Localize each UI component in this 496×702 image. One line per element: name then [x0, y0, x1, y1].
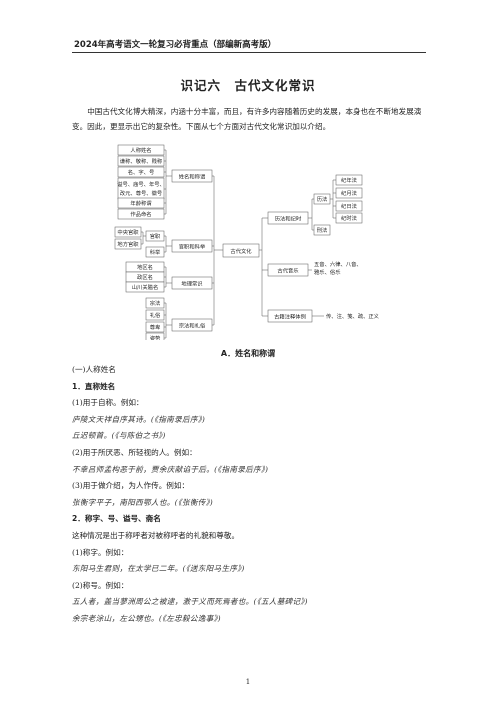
leaf-honorifics: 谦称、敬称、贱称 [120, 157, 163, 165]
mind-left-trunk [213, 176, 223, 325]
leaf-district: 政区名 [137, 273, 153, 281]
leaf-hour-method: 纪时法 [341, 214, 357, 222]
body-quote: 丘迟顿首。(《与陈伯之书》) [72, 431, 166, 441]
leaf-day-method: 纪日法 [341, 202, 357, 210]
intro-paragraph: 中国古代文化博大精深，内涵十分丰富，而且，有许多内容随着历史的发展，本身也在不断… [72, 107, 422, 131]
branch-name-title-label: 姓名和称谓 [179, 173, 206, 181]
leaf-year-method: 纪年法 [341, 176, 357, 184]
mind-map: 古代文化 姓名和称谓 人称姓名 谦称、敬称、贱称 名、字、号 谥号、庙号、年号、… [114, 144, 380, 340]
body-line: 1．直称姓名 [72, 381, 116, 391]
body-line: (2)用于所厌恶、所轻视的人。例如： [72, 447, 197, 457]
leaf-month-method: 纪月法 [341, 189, 357, 197]
body-quote: 五人者，盖当蓼洲周公之被逮，激于义而死焉者也。(《五人墓碑记》) [72, 597, 308, 607]
branch-annotation-label: 古籍注释体例 [274, 313, 306, 321]
section-title: A．姓名和称谓 [220, 349, 276, 358]
branch-official-label: 官职和科举 [179, 243, 206, 251]
branch-music-label: 古代音乐 [277, 267, 299, 275]
leaf-mountain-pass: 山川关隘名 [132, 283, 159, 291]
branch-geo-label: 地理常识 [181, 280, 202, 288]
leaf-work-naming: 作品命名 [130, 210, 151, 218]
leaf-music-2: 雅乐、俗乐 [314, 268, 341, 276]
leaf-rank: 尊卑 [150, 323, 161, 331]
leaf-music-1: 五音、六律、八音、 [314, 260, 362, 268]
leaf-person-name: 人称姓名 [130, 146, 151, 154]
leaf-custom: 礼俗 [150, 311, 161, 319]
page-number: 1 [245, 678, 251, 686]
branch-4-tree [164, 302, 172, 339]
body-quote: 张衡字平子，南阳西鄂人也。(《张衡传》) [72, 497, 214, 507]
branch-1-tree [164, 149, 172, 215]
body-quote: 余宗老涂山，左公甥也。(《左忠毅公逸事》) [72, 613, 221, 623]
mind-center-label: 古代文化 [230, 247, 252, 255]
body-line: (1)用于自称。例如： [72, 398, 144, 408]
body-line: (3)用于做介绍，为人作传。例如： [72, 481, 190, 491]
page-header: 2024年高考语文一轮复习必背重点（部编新高考版） [74, 40, 277, 50]
leaf-penal: 刑法 [317, 226, 328, 234]
leaf-age-title: 年龄称谓 [130, 199, 151, 207]
leaf-local-office: 地方官职 [117, 240, 139, 248]
body-quote: 东阳马生君则，在太学已二年。(《送东阳马生序》) [72, 564, 245, 574]
leaf-posthumous-1: 谥号、庙号、年号、 [117, 180, 165, 188]
body-line: (1)称字。例如： [72, 547, 129, 557]
leaf-name-style: 名、字、号 [128, 168, 155, 176]
leaf-posthumous-2: 改元、尊号、徽号 [120, 189, 162, 197]
body-text: (一)人称姓名 1．直称姓名 (1)用于自称。例如： 庐陵文天祥自序其诗。(《指… [72, 362, 432, 628]
branch-calendar-label: 历法和纪时 [275, 215, 302, 223]
mind-left-ticks [212, 175, 214, 326]
leaf-region: 地区名 [137, 263, 153, 271]
leaf-calendar: 历法 [317, 195, 328, 203]
header-rule [72, 52, 426, 53]
body-line: (一)人称姓名 [72, 365, 116, 374]
page-title: 识记六 古代文化常识 [180, 78, 316, 93]
body-line: 2．称字、号、谥号、斋名 [72, 514, 161, 524]
leaf-annotation-types: 传、注、笺、疏、正义 [326, 312, 380, 320]
branch-clan-label: 宗法和礼俗 [179, 322, 206, 330]
leaf-exam: 科举 [150, 248, 161, 256]
body-quote: 庐陵文天祥自序其诗。(《指南录后序》) [72, 414, 206, 424]
leaf-central-office: 中央官职 [117, 228, 139, 236]
body-quote: 不幸吕师孟构恶于前，贾余庆献谄于后。(《指南录后序》) [72, 464, 269, 474]
branch-2-tree [164, 235, 172, 253]
mind-right-trunk [259, 217, 268, 317]
leaf-office: 官职 [150, 232, 161, 240]
branch-3-tree [164, 266, 172, 288]
leaf-posture: 姿势 [150, 334, 161, 340]
leaf-clan: 宗法 [150, 299, 161, 307]
mind-center-box [222, 243, 260, 258]
body-line: (2)称号。例如： [72, 580, 129, 590]
body-line: 这种情况是出于称呼者对被称呼者的礼貌和尊敬。 [72, 530, 240, 540]
